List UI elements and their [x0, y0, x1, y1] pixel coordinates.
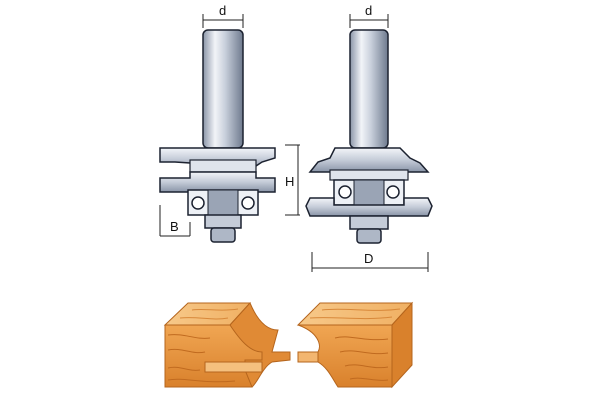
right-upper-hub — [329, 169, 409, 181]
right-bearing-ball — [386, 185, 400, 199]
left-nut — [204, 214, 242, 229]
left-bearing-ball — [241, 196, 255, 210]
right-router-bit — [305, 29, 433, 244]
left-d-dimension: d — [202, 3, 244, 28]
big-d-label: D — [364, 251, 373, 266]
b-dimension: B — [159, 205, 191, 237]
right-wood-tongue — [297, 351, 319, 363]
left-wood-groove — [204, 361, 263, 373]
right-d-dimension: d — [349, 3, 389, 28]
right-lower-cutter — [305, 197, 433, 217]
left-d-label: d — [219, 3, 226, 18]
right-shank — [349, 29, 389, 149]
left-wood-piece — [163, 302, 291, 388]
left-tip — [210, 227, 236, 243]
right-nut — [349, 215, 389, 230]
h-dimension: H — [285, 144, 300, 216]
left-shank — [202, 29, 244, 149]
b-label: B — [170, 219, 179, 234]
left-router-bit — [159, 29, 276, 243]
big-d-dimension: D — [311, 251, 429, 272]
right-upper-cutter — [308, 147, 430, 173]
right-tip — [356, 228, 382, 244]
right-wood-piece — [296, 301, 414, 389]
left-upper-hub — [189, 159, 257, 173]
right-bearing-ball — [338, 185, 352, 199]
left-bearing-ball — [191, 196, 205, 210]
h-label: H — [285, 174, 294, 189]
left-lower-cutter — [159, 171, 276, 193]
right-d-label: d — [365, 3, 372, 18]
